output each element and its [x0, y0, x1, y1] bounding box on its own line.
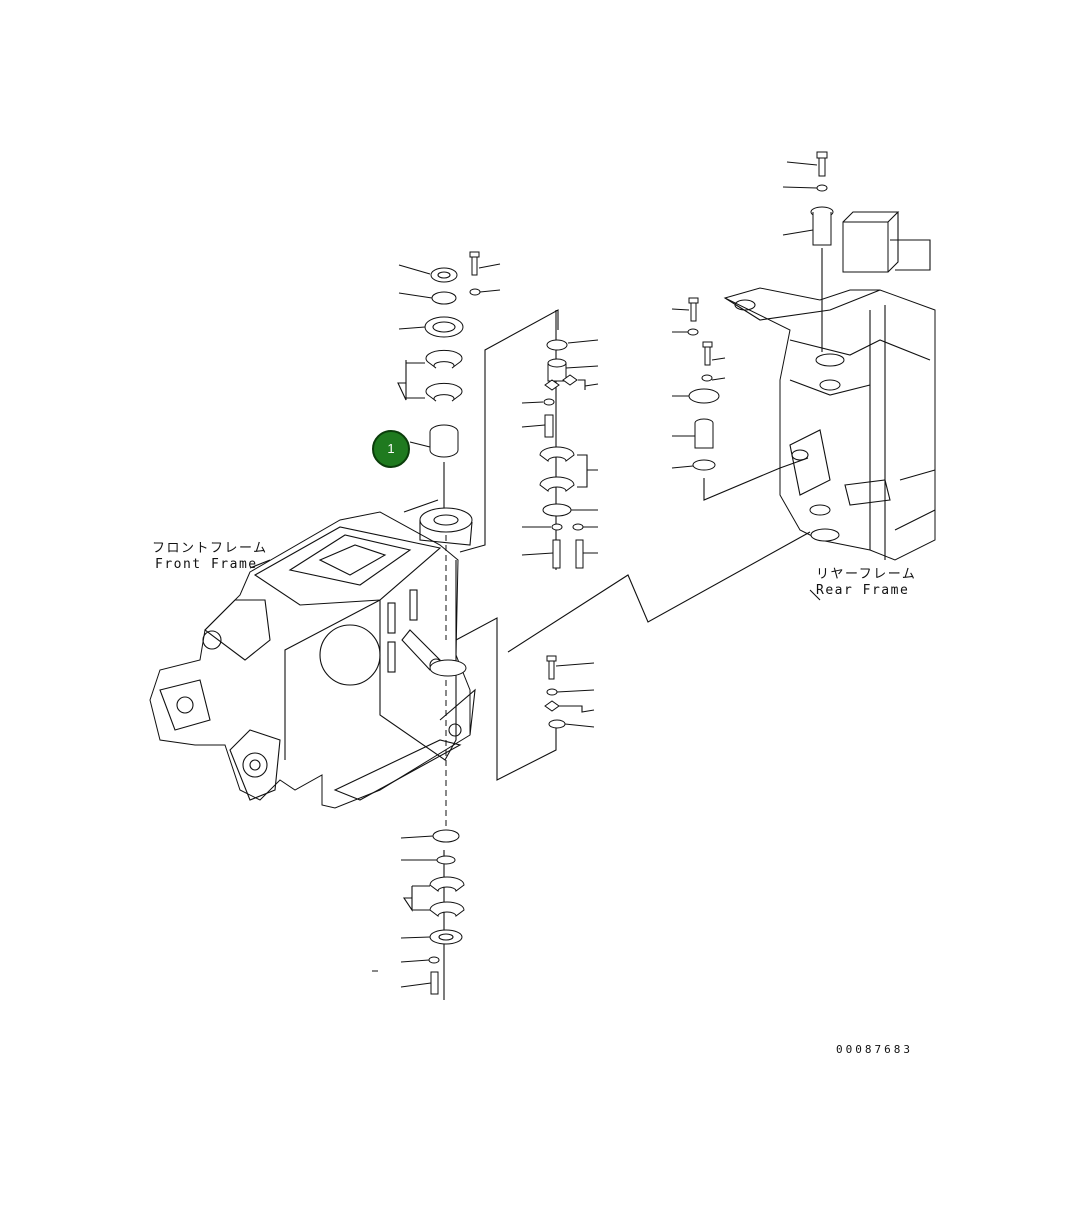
leader-lines: [403, 248, 823, 1000]
middle-pivot-parts: [539, 339, 584, 569]
rear-frame-label-en: Rear Frame: [816, 583, 910, 598]
callout-1-button[interactable]: 1: [372, 430, 410, 468]
upper-pivot-parts: [424, 251, 481, 458]
lower-middle-parts: [544, 655, 566, 729]
front-frame-label-jp: フロントフレーム: [152, 541, 268, 556]
rear-pivot-parts: [687, 151, 834, 471]
part-leaders: [249, 161, 821, 988]
front-frame-drawing: [149, 507, 476, 809]
front-frame-label-en: Front Frame: [155, 557, 258, 572]
rear-frame-label-jp: リヤーフレーム: [816, 567, 917, 582]
rear-frame-drawing: [723, 211, 936, 561]
lower-pivot-parts: [428, 829, 465, 995]
document-number: 00087683: [836, 1043, 913, 1056]
